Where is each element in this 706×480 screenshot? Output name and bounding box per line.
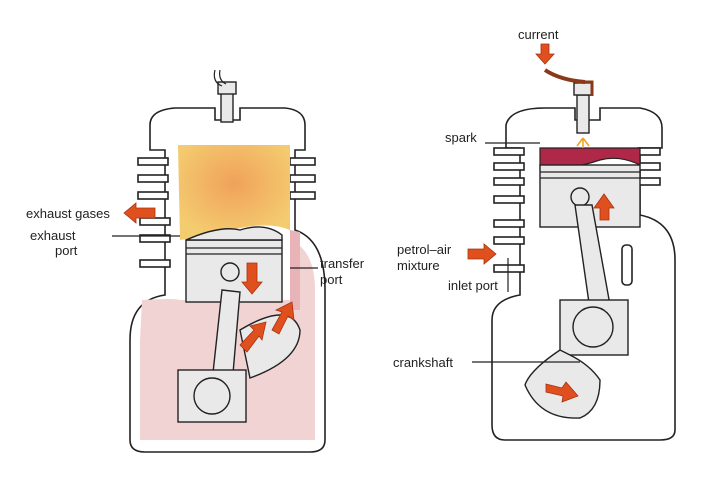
piston-down-arrow-icon: [241, 262, 263, 295]
label-exhaust-port-line1: exhaust: [30, 228, 76, 243]
right-piston-pin: [570, 187, 590, 207]
right-engine: current spark petrol–air mixture inlet p…: [393, 27, 676, 441]
label-petrol-air-line1: petrol–air: [397, 242, 452, 257]
label-transfer-port-line2: port: [320, 272, 343, 287]
right-spark-plug: [543, 68, 594, 148]
label-exhaust-gases: exhaust gases: [26, 206, 110, 221]
left-spark-plug: [213, 69, 237, 123]
right-crank-web: [524, 349, 601, 419]
label-spark: spark: [445, 130, 477, 145]
left-exhaust-gas: [178, 145, 290, 240]
label-exhaust-port-line2: port: [55, 243, 78, 258]
current-arrow-icon: [535, 43, 555, 65]
label-inlet-port: inlet port: [448, 278, 498, 293]
piston-up-arrow-icon: [593, 193, 615, 221]
inlet-arrow-icon: [467, 243, 497, 265]
crank-rotation-arrow-icon: [545, 381, 579, 403]
left-engine: exhaust gases exhaust port transfer port: [26, 69, 365, 453]
right-cooling-fins: [493, 147, 661, 273]
label-petrol-air-line2: mixture: [397, 258, 440, 273]
spark-icon: [576, 137, 590, 148]
transfer-port-channel: [290, 230, 300, 310]
transfer-flow-arrow-icon: [271, 301, 295, 335]
label-crankshaft: crankshaft: [393, 355, 453, 370]
label-transfer-port-line1: transfer: [320, 256, 365, 271]
left-piston-pin: [220, 262, 240, 282]
crank-flow-arrow-icon: [239, 321, 267, 353]
label-current: current: [518, 27, 559, 42]
exhaust-arrow-icon: [123, 202, 156, 224]
left-cooling-fins: [137, 157, 316, 268]
